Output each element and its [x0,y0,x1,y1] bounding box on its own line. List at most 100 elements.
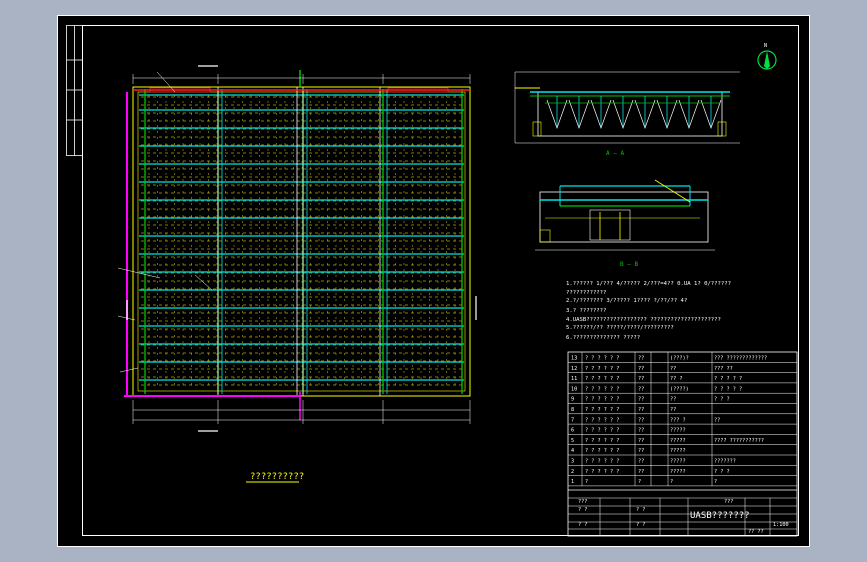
title-block-scale-label: 1:100 [773,522,789,528]
section-a-settler [546,99,568,130]
title-block: 13? ? ? ? ? ???(???)???? ?????????????12… [567,351,798,537]
title-block-cell: ? ? ? [714,469,730,475]
title-block-cell: ?? [670,397,676,403]
section-b-label: B — B [620,261,638,268]
plan-leader-line [194,274,213,291]
title-block-cell: (???)? [670,356,689,362]
title-block-cell: 3 [571,459,574,465]
binding-strip [66,25,83,156]
title-block-cell: ????? [670,469,686,475]
section-a-settler [700,99,722,130]
title-block-cell: ? [638,479,641,485]
section-a-view [514,71,740,144]
title-block-cell: ?? [638,366,644,372]
note-line: 4.UASB?????????????????? ???????????????… [566,317,721,323]
title-block-sheet-label: ? ? [636,507,645,513]
title-block-drawing-name: UASB??????? [690,511,750,521]
title-block-cell: ?? ? [670,376,683,382]
title-block-cell: ?? [638,459,644,465]
plan-inner-wall [137,91,466,392]
section-a-settler [612,99,634,130]
section-a-footing [532,121,542,137]
note-line: ???????????? [566,290,606,296]
note-line: 1.?????? 1/??? 4/????? 2/???=4?? 0.UA 1?… [566,281,731,287]
plan-beam-segment [387,87,449,93]
section-a-settler [634,99,656,130]
title-block-cell: ? ? ? ? ? ? [585,459,619,465]
title-block-cell: ????? [670,438,686,444]
title-block-cell: 8 [571,407,574,413]
section-a-label: A — A [606,150,624,157]
plan-view [117,65,477,432]
plan-beam-segment [149,87,211,93]
section-b-view [535,179,715,251]
title-block-cell: ?? [638,417,644,423]
title-block-cell: ? ? ? ? ? ? [585,417,619,423]
title-block-cell: 12 [571,366,577,372]
section-a-settler [590,99,612,130]
plan-leader-line [119,367,139,373]
title-block-cell: ? ? ? ? ? [714,376,742,382]
title-block-design-label: ??? [724,499,733,505]
section-a-footing [717,121,727,137]
section-a-settler [568,99,590,130]
title-block-cell: ? ? ? [714,397,730,403]
section-b-tank [539,191,709,243]
title-block-cell: ?? [638,356,644,362]
section-b-pipe [654,179,691,203]
north-arrow-icon: N [757,43,777,70]
plan-outer-wall [132,86,471,397]
title-block-cell: 4 [571,448,574,454]
title-block-cell: ????? [670,448,686,454]
title-block-cell: ?? [638,428,644,434]
title-block-cell: ?? [714,417,720,423]
title-block-cell: ??? ?? [714,366,733,372]
title-block-cell: ?? [638,438,644,444]
title-block-cell: ? ? ? ? ? ? [585,366,619,372]
drawing-sheet [57,15,810,547]
title-block-cell: (????) [670,386,689,392]
plan-leader-line [117,267,161,279]
title-block-cell: 5 [571,438,574,444]
title-block-cell: ? [714,479,717,485]
title-block-cell: ? ? ? ? ? [714,386,742,392]
note-line: 2.?/??????? 3/????? 1???? ?/??/?? 4? [566,298,687,304]
inner-border [82,25,799,536]
title-block-cell: ??? ????????????? [714,356,767,362]
title-block-cell: ?? [638,386,644,392]
north-label: N [764,43,767,49]
title-block-cell: 6 [571,428,574,434]
title-block-cell: ?? [638,448,644,454]
outer-border [57,15,810,547]
design-notes: 1.?????? 1/??? 4/????? 2/???=4?? 0.UA 1?… [566,281,731,341]
title-block-sheet-label: ? ? [636,522,645,528]
title-block-cell: 13 [571,356,577,362]
title-block-cell: ?? [638,469,644,475]
title-block-cell: ? ? ? ? ? ? [585,397,619,403]
title-block-cell: 10 [571,386,577,392]
title-block-cell: ? [670,479,673,485]
title-block-check-label: ? ? [578,522,587,528]
title-block-cell: ????? [670,428,686,434]
title-block-cell: ?? [638,397,644,403]
section-b-footing [539,229,551,243]
title-block-cell: ? ? ? ? ? ? [585,428,619,434]
title-block-number-label: ?? ?? [748,529,764,535]
note-line: 5.??????/?? ?????/????/????????? [566,325,674,331]
title-block-cell: ?? [670,407,676,413]
title-block-cell: ?? [670,366,676,372]
title-block-cell: ??? ? [670,417,686,423]
title-block-cell: ? [585,479,588,485]
title-block-cell: 11 [571,376,577,382]
section-a-settler [678,99,700,130]
section-b-chamber [589,209,631,241]
note-line: 3.? ???????? [566,308,606,314]
title-block-cell: 9 [571,397,574,403]
title-block-cell: ? ? ? ? ? ? [585,469,619,475]
title-block-cell: ?? [638,376,644,382]
title-block-cell: ?? [638,407,644,413]
plan-leader-line [156,71,176,93]
title-block-cell: ??????? [714,459,736,465]
title-block-cell: 2 [571,469,574,475]
